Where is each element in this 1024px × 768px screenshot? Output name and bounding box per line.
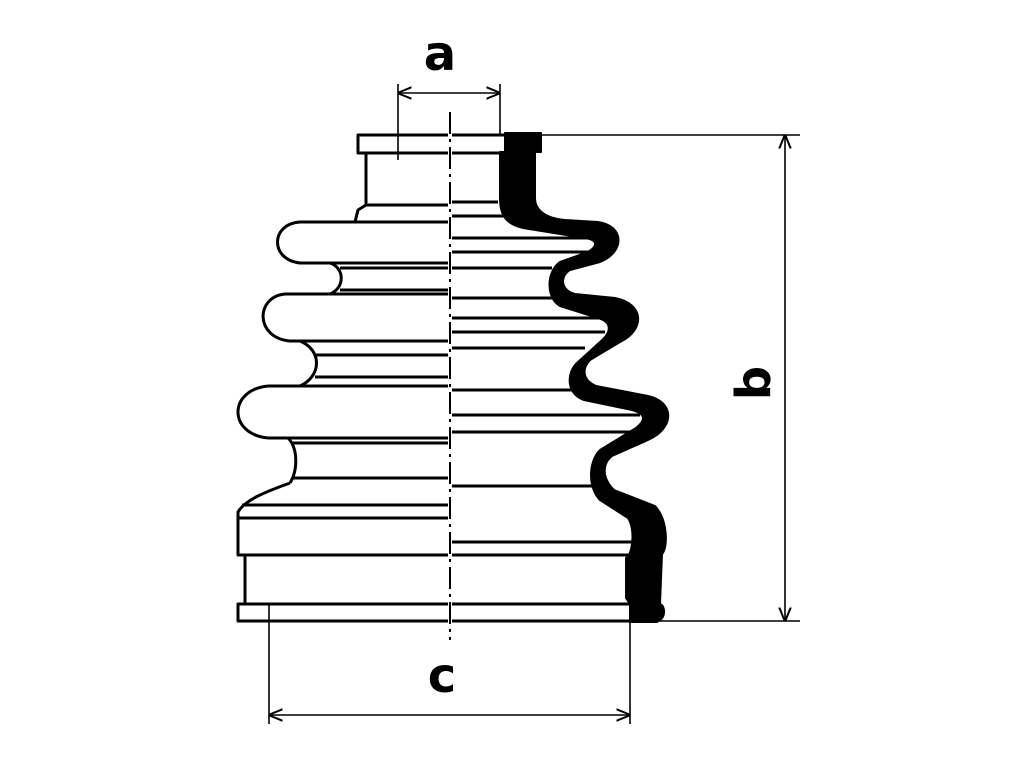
neck-2 (299, 339, 318, 388)
boot-exterior-half (236, 133, 448, 623)
convolution-3 (236, 384, 448, 440)
dimension-b (541, 134, 800, 622)
dimension-a (397, 84, 501, 160)
small-end-collar (353, 133, 448, 224)
dimension-a-label: a (424, 26, 456, 82)
dimension-b-label: b (726, 366, 782, 400)
large-end-shoulder (236, 481, 448, 557)
neck-1 (329, 261, 343, 296)
dimension-c (268, 604, 631, 724)
neck-3 (286, 436, 298, 484)
convolution-2 (261, 292, 448, 343)
dimension-c-label: c (428, 648, 456, 704)
convolution-1 (276, 220, 448, 265)
boot-section-half (452, 133, 645, 623)
large-end-collar (236, 555, 448, 623)
boot-wall-section (499, 132, 670, 623)
